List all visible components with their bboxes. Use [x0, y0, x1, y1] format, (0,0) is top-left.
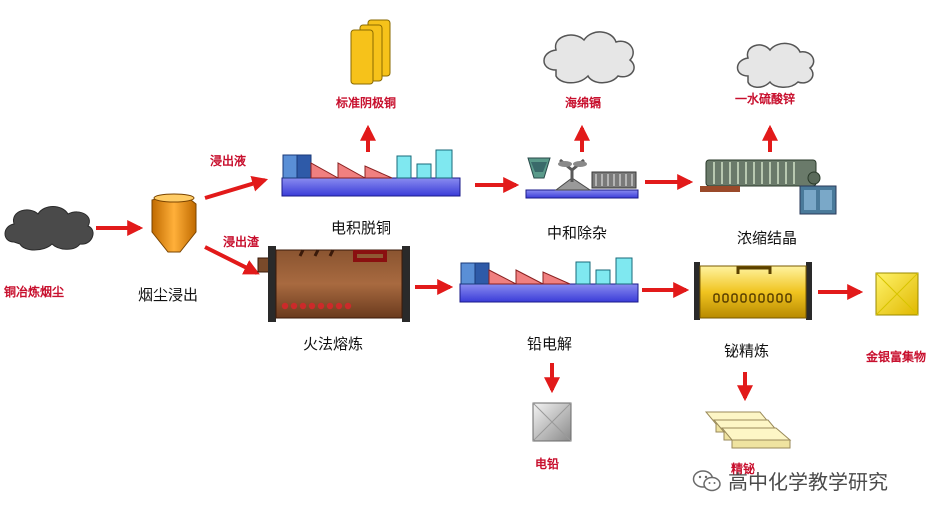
process-label-dust-leach: 烟尘浸出 — [138, 286, 199, 304]
leach-vessel-icon — [151, 193, 197, 253]
process-label-electrowin: 电积脱铜 — [331, 219, 392, 237]
product-label-sponge-cadmium: 海绵镉 — [565, 96, 602, 110]
product-label-cathode-copper: 标准阴极铜 — [336, 96, 397, 110]
filter-press-icon — [700, 159, 837, 215]
neutralization-equipment-icon — [525, 157, 639, 199]
copper-sheets-icon — [350, 19, 391, 85]
process-label-smelting: 火法熔炼 — [303, 335, 364, 353]
flow-label-leach-liquor: 浸出液 — [210, 154, 247, 168]
product-label-zinc-sulfate: 一水硫酸锌 — [735, 92, 796, 106]
bismuth-ingots-icon — [704, 411, 792, 449]
product-label-bismuth-ingot: 精铋 — [731, 462, 756, 476]
product-label-gold-silver: 金银富集物 — [866, 350, 927, 364]
arrow-leach-to-smelting — [204, 245, 260, 275]
flow-label-leach-residue: 浸出渣 — [223, 235, 260, 249]
dust-cloud-icon — [4, 206, 94, 251]
process-label-neutralize: 中和除杂 — [547, 224, 608, 242]
process-label-lead-electrolysis: 铅电解 — [527, 335, 573, 353]
lead-block-icon — [532, 402, 572, 442]
arrow-leach-to-electrowin — [204, 176, 269, 200]
wechat-icon — [692, 469, 721, 491]
gold-silver-block-icon — [875, 272, 919, 316]
refining-kettle-icon — [694, 262, 812, 320]
watermark: 高中化学教学研究 — [692, 466, 888, 495]
electrowin-cell-icon — [281, 149, 461, 197]
watermark-text: 高中化学教学研究 — [728, 470, 888, 494]
process-label-bismuth-refine: 铋精炼 — [724, 342, 770, 360]
cadmium-cloud-icon — [543, 31, 635, 84]
feed-label: 铜冶炼烟尘 — [4, 285, 65, 299]
smelting-furnace-icon — [257, 246, 410, 322]
flow-arrows — [96, 124, 864, 402]
process-label-crystallize: 浓缩结晶 — [737, 229, 798, 247]
lead-electrolysis-cell-icon — [459, 257, 639, 303]
zinc-sulfate-cloud-icon — [736, 42, 815, 88]
product-label-electro-lead: 电铅 — [535, 457, 560, 471]
